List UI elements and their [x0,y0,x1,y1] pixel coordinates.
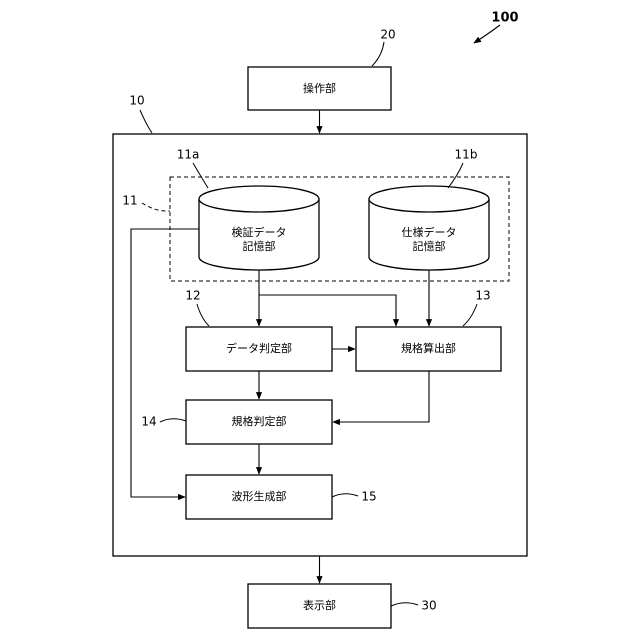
device-ref: 10 [129,94,144,108]
operation-unit: 操作部 20 [248,28,396,111]
spec-storage-ref: 11b [455,148,478,162]
verification-storage-label-2: 記憶部 [243,239,276,253]
display-unit-leader [391,603,418,606]
display-unit: 表示部 30 [248,584,437,628]
data-judgment-label: データ判定部 [226,341,292,355]
waveform-gen-ref: 15 [361,490,376,504]
display-unit-ref: 30 [421,599,436,613]
operation-unit-leader [372,42,384,66]
storage-group-ref: 11 [122,194,137,208]
standard-calc-ref: 13 [475,289,490,303]
waveform-gen-label: 波形生成部 [232,489,287,503]
spec-storage-label-2: 記憶部 [413,239,446,253]
standard-judgment-label: 規格判定部 [232,414,287,428]
verification-storage-top [199,186,319,212]
verification-storage-label-1: 検証データ [232,225,287,239]
display-unit-label: 表示部 [303,598,336,612]
operation-unit-ref: 20 [380,28,395,42]
figure-ref-group: 100 [474,11,519,44]
standard-judgment-ref: 14 [141,415,156,429]
operation-unit-label: 操作部 [303,81,336,95]
verification-storage-ref: 11a [177,148,200,162]
spec-storage-top [369,186,489,212]
data-judgment-ref: 12 [185,289,200,303]
figure-ref-label: 100 [491,11,518,26]
figure-ref-arrow [474,25,500,43]
spec-storage-label-1: 仕様データ [402,225,457,239]
device-leader [140,110,152,133]
standard-calc-label: 規格算出部 [401,341,456,355]
